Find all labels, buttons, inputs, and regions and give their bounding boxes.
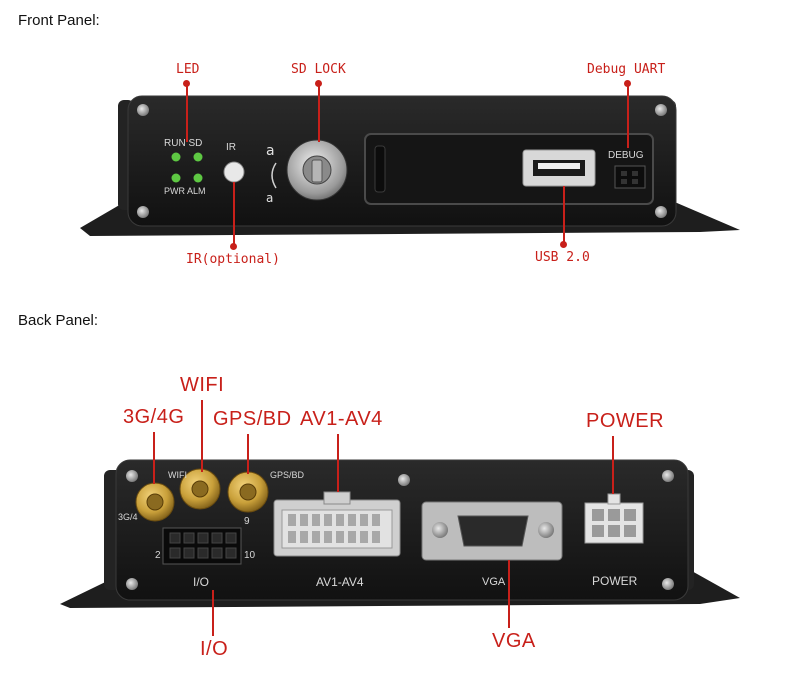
- leader-line: [627, 82, 629, 148]
- back-chassis: [60, 459, 740, 608]
- screw-icon: [126, 470, 138, 482]
- front-chassis: a a: [80, 95, 740, 236]
- panel-label-pwr-alm: PWR ALM: [164, 186, 206, 196]
- callout-debug-uart: Debug UART: [587, 62, 666, 77]
- panel-label-power: POWER: [592, 574, 638, 588]
- back-panel-title: Back Panel:: [18, 312, 99, 329]
- led-alm-icon: [193, 173, 203, 183]
- panel-label-run-sd: RUN SD: [164, 138, 203, 149]
- screw-icon: [662, 470, 674, 482]
- callout-av: AV1-AV4: [300, 408, 383, 430]
- leader-line: [337, 434, 339, 492]
- panel-label-pin2: 2: [155, 550, 161, 561]
- unlock-icon: a: [266, 143, 275, 159]
- leader-line: [212, 590, 214, 636]
- front-panel-title: Front Panel:: [18, 12, 100, 29]
- screw-icon: [655, 206, 667, 218]
- panel-label-pin9: 9: [244, 516, 250, 527]
- panel-label-av: AV1-AV4: [316, 575, 364, 589]
- led-pwr-icon: [171, 173, 181, 183]
- callout-io: I/O: [200, 638, 229, 660]
- callout-usb: USB 2.0: [535, 250, 590, 265]
- panel-label-3g4g: 3G/4: [118, 512, 138, 522]
- screw-icon: [655, 104, 667, 116]
- leader-line: [201, 400, 203, 472]
- callout-vga: VGA: [492, 630, 536, 652]
- screw-icon: [137, 104, 149, 116]
- callout-power: POWER: [586, 410, 665, 432]
- leader-line: [186, 82, 188, 142]
- leader-line: [508, 560, 510, 628]
- screw-icon: [398, 474, 410, 486]
- screw-icon: [126, 578, 138, 590]
- callout-wifi: WIFI: [180, 374, 225, 396]
- debug-port-icon: [614, 165, 646, 189]
- callout-3g4g: 3G/4G: [123, 406, 185, 428]
- leader-line: [247, 434, 249, 474]
- led-run-icon: [171, 152, 181, 162]
- panel-label-ir: IR: [226, 142, 236, 153]
- panel-label-pin10: 10: [244, 550, 256, 561]
- screw-icon: [137, 206, 149, 218]
- leader-line: [318, 82, 320, 142]
- leader-line: [233, 182, 235, 248]
- callout-ir: IR(optional): [186, 252, 280, 267]
- panel-label-gps: GPS/BD: [270, 470, 305, 480]
- led-sd-icon: [193, 152, 203, 162]
- screw-icon: [662, 578, 674, 590]
- ir-sensor-icon: [223, 161, 245, 183]
- panel-label-wifi: WIFI: [168, 470, 187, 480]
- sd-card-door: [364, 133, 654, 205]
- leader-line: [563, 186, 565, 246]
- panel-label-io: I/O: [193, 575, 210, 589]
- leader-line: [612, 436, 614, 494]
- callout-sd-lock: SD LOCK: [291, 62, 346, 77]
- panel-label-vga: VGA: [482, 576, 506, 588]
- panel-label-debug: DEBUG: [608, 150, 644, 161]
- leader-line: [153, 432, 155, 484]
- callout-gps: GPS/BD: [213, 408, 292, 430]
- callout-led: LED: [176, 62, 200, 77]
- lock-icon: a: [266, 191, 273, 205]
